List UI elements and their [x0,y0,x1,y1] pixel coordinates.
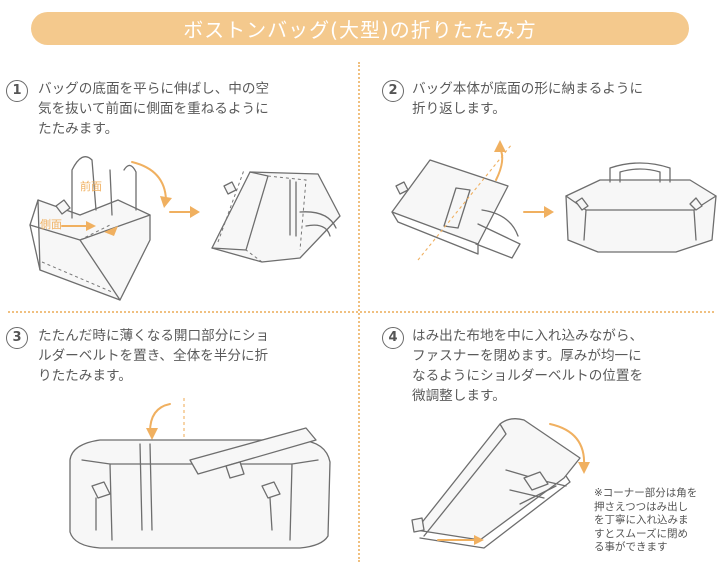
step-1-text: バッグの底面を平らに伸ばし、中の空 気を抜いて前面に側面を重ねるように たたみま… [38,81,270,137]
horizontal-divider [8,311,714,313]
step-1-number: 1 [6,80,28,102]
zip-close-arrow-curve-head [578,462,590,474]
title-bar: ボストンバッグ(大型)の折りたたみ方 [31,12,689,45]
side-push-arrow [104,226,118,236]
page-title: ボストンバッグ(大型)の折りたたみ方 [183,18,537,42]
next-arrow-1-head [190,206,200,218]
folded-bag-2 [565,162,717,253]
zip-close-arrow-curve [549,423,586,467]
next-arrow-2-head [544,206,554,218]
flat-bag-3 [69,427,331,549]
step-4-number: 4 [382,327,404,349]
zip-pull-arrow-head [474,535,484,545]
closing-bag-4 [411,418,581,549]
corner-note: ※コーナー部分は角を 押さえつつはみ出し を丁寧に入れ込みま すとスムーズに閉め… [594,487,698,553]
folding-bag-2 [391,143,521,261]
fold-back-arrow-head [494,140,506,152]
step-3-text: たたんだ時に薄くなる開口部分にショ ルダーベルトを置き、全体を半分に折 りたたみ… [38,328,270,384]
step-3-number: 3 [6,327,28,349]
push-arrow-head [86,221,96,231]
side-label: 側面 [40,218,62,231]
fold-arrow-head [160,196,172,208]
folded-bag-1 [211,169,341,263]
fold-arrow-curve [131,161,167,201]
front-label: 前面 [80,179,102,193]
step-4-text: はみ出た布地を中に入れ込みながら、 ファスナーを閉めます。厚みが均一に なるよう… [412,328,644,404]
step-2-text: バッグ本体が底面の形に納まるように 折り返します。 [412,81,644,117]
step-2-number: 2 [382,80,404,102]
fold-half-arrow-head [146,428,158,440]
